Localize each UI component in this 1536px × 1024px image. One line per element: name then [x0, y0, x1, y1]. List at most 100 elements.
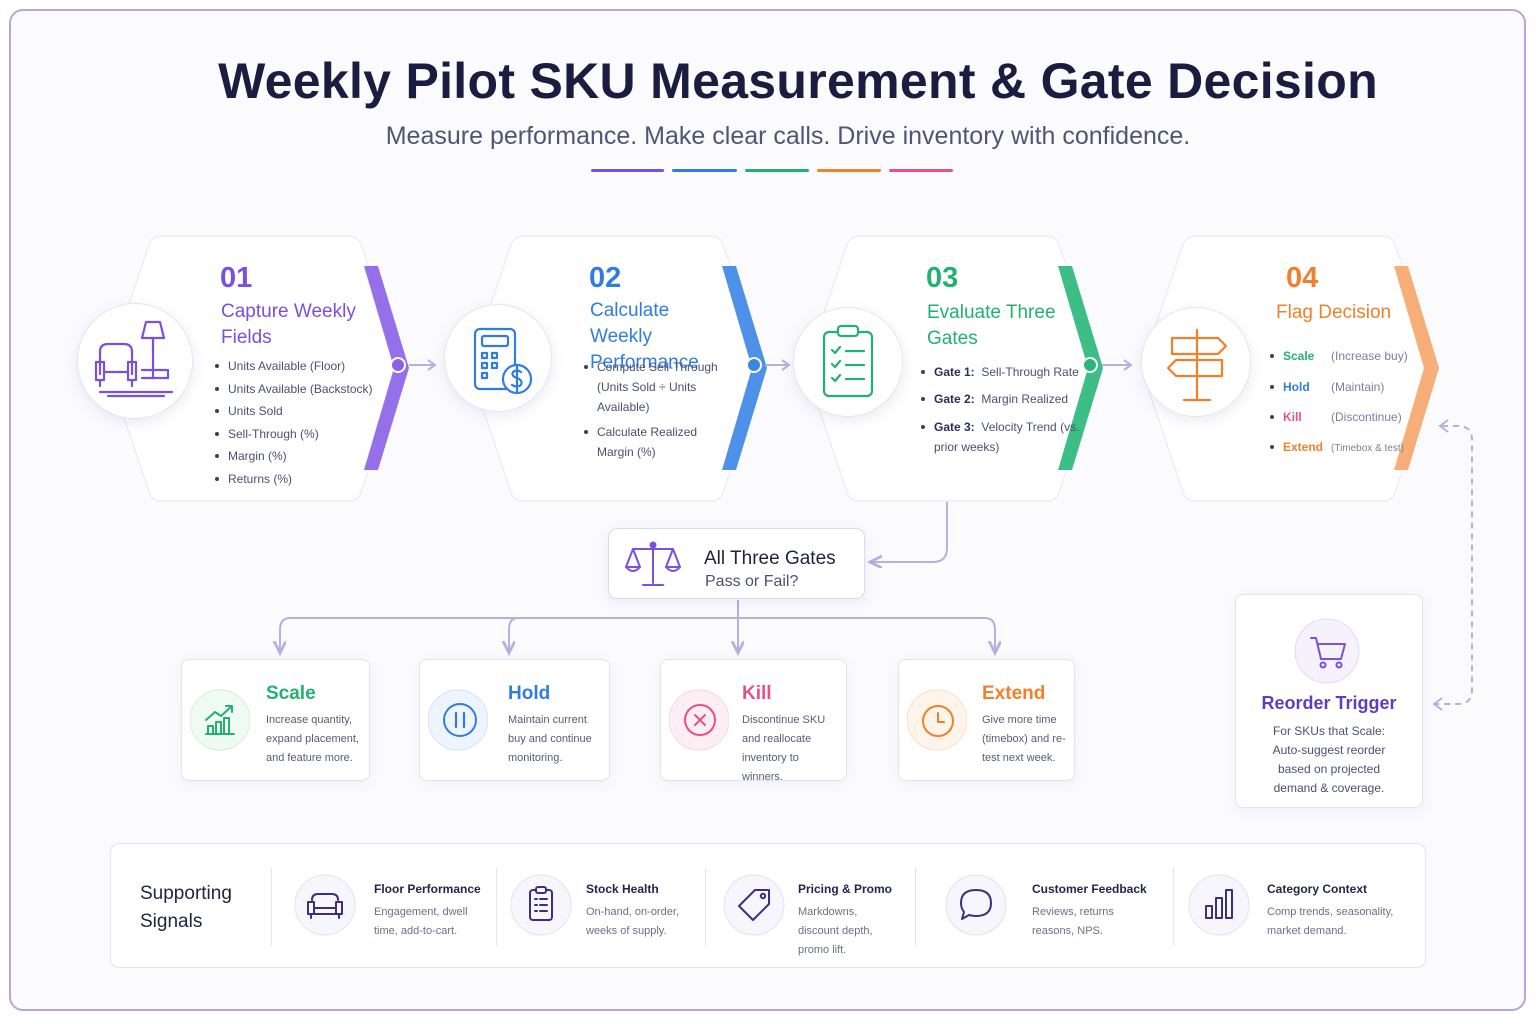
step-01-icon-circle: [77, 303, 193, 419]
signal-title: Floor Performance: [374, 882, 481, 896]
title-rule-orange: [817, 169, 881, 172]
step-calc-list: Compute Sell-Through (Units Sold ÷ Units…: [584, 357, 724, 462]
speech-bubble-icon: [945, 874, 1007, 936]
outcome-title: Hold: [508, 683, 551, 704]
signal-title: Pricing & Promo: [798, 882, 893, 896]
divider: [271, 868, 272, 946]
step-title: Evaluate Three Gates: [927, 302, 1056, 349]
outcome-title: Kill: [742, 683, 772, 704]
clock-icon: [907, 689, 967, 751]
signal-description: Engagement, dwell time, add-to-cart.: [374, 906, 468, 937]
divider: [1173, 868, 1174, 946]
list-item: Kill (Discontinue): [1270, 407, 1420, 427]
signal-description: Reviews, returns reasons, NPS.: [1032, 906, 1114, 937]
flag-text: (Timebox & test): [1331, 443, 1404, 454]
step-04-icon-circle: [1141, 307, 1251, 417]
signal-pricing-promo: Pricing & Promo Markdowns, discount dept…: [723, 866, 913, 956]
step-title: Flag Decision: [1276, 302, 1392, 323]
outcome-description: Discontinue SKU and reallocate inventory…: [742, 714, 826, 783]
gate-key: Gate 1:: [934, 365, 975, 379]
list-item: Hold(Maintain): [1270, 377, 1420, 397]
step-title: Calculate Weekly Performance: [590, 300, 699, 373]
price-tag-icon: [723, 874, 785, 936]
flow-arrow: [390, 356, 440, 374]
outcome-card-hold: Hold Maintain current buy and continue m…: [419, 659, 610, 781]
gate-text: Margin Realized: [981, 392, 1069, 406]
signal-category-context: Category Context Comp trends, seasonalit…: [1188, 866, 1408, 946]
divider: [915, 868, 916, 946]
sofa-icon: [294, 874, 356, 936]
gate-key: Gate 2:: [934, 392, 975, 406]
clipboard-checklist-icon: [822, 324, 874, 398]
flow-arrow: [744, 356, 794, 374]
outcome-description: Maintain current buy and continue monito…: [508, 714, 592, 764]
shopping-cart-icon: [1294, 618, 1360, 684]
step-title: Capture Weekly Fields: [221, 301, 356, 348]
decision-subtitle: Pass or Fail?: [705, 573, 799, 590]
divider: [496, 868, 497, 946]
step-number: 04: [1286, 262, 1319, 294]
gate-key: Gate 3:: [934, 420, 975, 434]
signals-label: Supporting Signals: [140, 883, 232, 932]
flag-key: Kill: [1283, 410, 1302, 424]
step-03-icon-circle: [793, 307, 903, 417]
list-item: Gate 1: Sell-Through Rate: [921, 362, 1081, 382]
divider: [705, 868, 706, 946]
gate-text: Velocity Trend (vs. prior weeks): [934, 420, 1080, 454]
reorder-description: For SKUs that Scale: Auto-suggest reorde…: [1272, 724, 1386, 795]
page-subtitle: Measure performance. Make clear calls. D…: [385, 122, 1191, 150]
step-number: 02: [589, 262, 622, 294]
step-number: 01: [220, 262, 253, 294]
signal-title: Customer Feedback: [1032, 882, 1147, 896]
list-item: Extend (Timebox & test): [1270, 437, 1420, 459]
flag-key: Scale: [1283, 349, 1315, 363]
list-item: Compute Sell-Through (Units Sold ÷ Units…: [584, 357, 724, 417]
signal-title: Category Context: [1267, 882, 1368, 896]
signal-floor-performance: Floor Performance Engagement, dwell time…: [294, 866, 494, 946]
flag-key: Hold: [1283, 380, 1310, 394]
outcome-card-scale: Scale Increase quantity, expand placemen…: [181, 659, 370, 781]
outcome-card-kill: Kill Discontinue SKU and reallocate inve…: [660, 659, 847, 783]
list-item: Scale(Increase buy): [1270, 346, 1420, 366]
signal-customer-feedback: Customer Feedback Reviews, returns reaso…: [945, 866, 1165, 946]
list-item: Margin (%): [215, 446, 395, 466]
flag-key: Extend: [1283, 440, 1324, 454]
outcome-description: Give more time (timebox) and re-test nex…: [982, 714, 1066, 764]
reorder-title: Reorder Trigger: [1261, 693, 1397, 713]
clipboard-list-icon: [510, 874, 572, 936]
signpost-icon: [1166, 328, 1228, 402]
gate-text: Sell-Through Rate: [981, 365, 1079, 379]
list-item: Returns (%): [215, 469, 395, 489]
step-card-03: 03 Evaluate Three Gates Gate 1: Sell-Thr…: [800, 235, 1108, 502]
armchair-lamp-icon: [94, 320, 174, 398]
signal-description: Comp trends, seasonality, market demand.: [1267, 906, 1394, 937]
flow-arrow: [1080, 356, 1136, 374]
step-card-04: 04 Flag Decision Scale(Increase buy) Hol…: [1136, 235, 1444, 502]
decision-title: All Three Gates: [704, 548, 836, 569]
calculator-dollar-icon: [473, 327, 533, 395]
step-02-icon-circle: [444, 304, 552, 412]
title-rule-purple: [591, 169, 664, 172]
signal-description: On-hand, on-order, weeks of supply.: [586, 906, 679, 937]
title-rule-blue: [672, 169, 737, 172]
step-field-list: Units Available (Floor) Units Available …: [215, 356, 395, 489]
growth-chart-icon: [190, 689, 250, 751]
list-item: Sell-Through (%): [215, 424, 395, 444]
list-item: Units Available (Backstock): [215, 379, 395, 399]
step-number: 03: [926, 262, 959, 294]
title-rule-pink: [889, 169, 953, 172]
flag-text: (Discontinue): [1331, 410, 1402, 424]
signal-stock-health: Stock Health On-hand, on-order, weeks of…: [510, 866, 700, 946]
balance-scale-icon: [625, 541, 681, 586]
decision-box: All Three Gates Pass or Fail?: [608, 528, 865, 599]
x-circle-icon: [669, 689, 729, 751]
reorder-trigger-card: Reorder Trigger For SKUs that Scale: Aut…: [1235, 594, 1423, 808]
outcome-card-extend: Extend Give more time (timebox) and re-t…: [898, 659, 1075, 781]
pause-icon: [428, 689, 488, 751]
bar-chart-icon: [1188, 874, 1250, 936]
title-rule-green: [745, 169, 809, 172]
list-item: Units Sold: [215, 401, 395, 421]
outcome-title: Scale: [266, 683, 316, 704]
step-flag-list: Scale(Increase buy) Hold(Maintain) Kill (…: [1270, 346, 1420, 459]
list-item: Gate 2: Margin Realized: [921, 389, 1081, 409]
